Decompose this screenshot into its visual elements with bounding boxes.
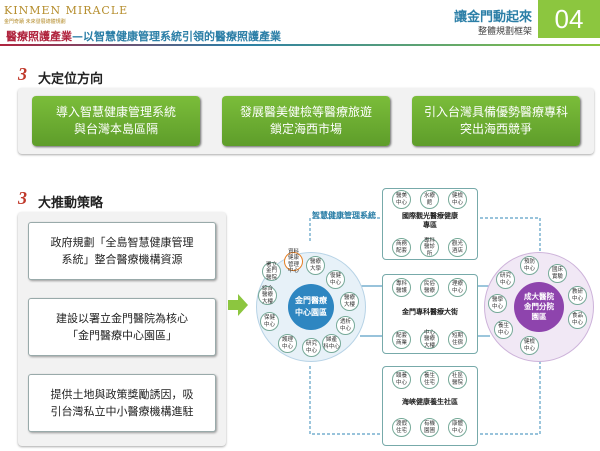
left-node-11: 署立 金門 醫院 [262, 262, 281, 281]
right-node-1: 預防 中心 [520, 256, 539, 275]
strategy-card-1: 政府規劃「全島智慧健康管理 系統」整合醫療機構資源 [28, 222, 216, 280]
bottom-node-5: 有機 園圃 [420, 418, 439, 437]
positioning-card-3: 引入台灣具備優勢醫療專科 突出海西競爭 [412, 96, 580, 146]
subtitle-lead: 醫療照護產業 [6, 30, 72, 43]
header-divider [0, 44, 600, 46]
middle-box-title: 金門專科醫療大街 [402, 308, 458, 316]
middle-node-1: 專科 醫護 [392, 278, 411, 297]
subtitle-rest: —以智慧健康管理系統引領的醫療照護產業 [72, 30, 281, 43]
logo-subtext: 金門奇蹟 未來發展總體規劃 [4, 19, 66, 25]
strategy-card-2: 建設以署立金門醫院為核心 「金門醫療中心園區」 [28, 298, 216, 356]
right-node-7: 養生 中心 [494, 320, 513, 339]
left-node-4: 綜合 醫療 大樓 [258, 286, 277, 305]
section1-title: 大定位方向 [38, 72, 104, 87]
page-number-badge: 04 [538, 0, 600, 38]
header-title: 讓金門動起來 [453, 10, 532, 25]
bottom-node-2: 養生 住宅 [420, 370, 439, 389]
section1-number: 3 [18, 64, 27, 84]
bottom-node-1: 頤養 中心 [392, 370, 411, 389]
section2-number: 3 [18, 188, 27, 208]
right-center-circle: 成大醫院 金門分院 園區 [514, 282, 564, 332]
header-subtitle: 整體規劃框架 [477, 27, 532, 37]
right-node-6: 食品 中心 [568, 310, 587, 329]
left-node-3: 復健 中心 [326, 270, 345, 289]
left-center-circle: 金門醫療 中心園區 [288, 284, 334, 330]
right-node-4: 教研 中心 [568, 286, 587, 305]
ecosystem-diagram: 智慧健康管理系統 金門醫療 中心園區 資料 健康 管理 中心 署立 金門 醫院 … [250, 186, 600, 451]
bottom-node-4: 渡假 住宅 [392, 418, 411, 437]
positioning-card-1: 導入智慧健康管理系統 與台灣本島區隔 [32, 96, 200, 146]
strategy-panel: 政府規劃「全島智慧健康管理 系統」整合醫療機構資源 建設以署立金門醫院為核心 「… [18, 212, 226, 446]
left-node-9: 透析 中心 [336, 316, 355, 335]
brand-logo: KINMEN MIRACLE 金門奇蹟 未來發展總體規劃 [4, 4, 132, 25]
top-node-6: 觀光 酒店 [448, 238, 467, 257]
top-node-4: 商務 配套 [392, 238, 411, 257]
right-node-2: 國床 實驗 [548, 264, 567, 283]
middle-node-4: 配套 商業 [392, 330, 411, 349]
top-box-title: 國際觀光醫療健康 專區 [402, 212, 458, 229]
section2-title: 大推動策略 [38, 196, 104, 211]
right-node-3: 研究 中心 [496, 270, 515, 289]
middle-node-3: 理療 中心 [448, 278, 467, 297]
middle-node-5: 中心 醫療 大樓 [420, 330, 439, 349]
left-node-1: 資料 健康 管理 中心 [284, 249, 303, 274]
system-label: 智慧健康管理系統 [312, 211, 376, 220]
slide-subtitle: 醫療照護產業—以智慧健康管理系統引領的醫療照護產業 [0, 28, 530, 44]
right-node-5: 醫學 中心 [488, 294, 507, 313]
top-node-3: 健檢 中心 [448, 190, 467, 209]
diagram-connectors [309, 217, 541, 435]
right-arrow-icon [228, 294, 248, 316]
left-node-6: 研究 中心 [302, 338, 321, 357]
left-node-2: 醫療 大學 [306, 256, 325, 275]
bottom-node-3: 社區 醫院 [448, 370, 467, 389]
bottom-box-title: 海峽健康養生社區 [402, 398, 458, 406]
top-node-5: 專科 醫診 所 [420, 238, 439, 257]
right-node-8: 健檢 中心 [520, 336, 539, 355]
logo-text: KINMEN MIRACLE [4, 4, 129, 17]
left-node-8: 保健 中心 [260, 312, 279, 331]
positioning-panel: 導入智慧健康管理系統 與台灣本島區隔 發展醫美健檢等醫療旅遊 鎖定海西市場 引入… [18, 88, 594, 154]
strategy-card-3: 提供土地與政策獎勵誘因，吸 引台灣私立中小醫療機構進駐 [28, 374, 216, 432]
top-node-1: 醫美 中心 [392, 190, 411, 209]
bottom-node-6: 康體 中心 [448, 418, 467, 437]
left-node-5: 醫療 大樓 [340, 292, 359, 311]
positioning-card-2: 發展醫美健檢等醫療旅遊 鎖定海西市場 [222, 96, 390, 146]
left-node-10: 護理 中心 [278, 334, 297, 353]
middle-node-6: 短期 住宿 [448, 330, 467, 349]
left-node-7: 婦產 科中心 [322, 334, 341, 353]
top-node-2: 水療 館 [420, 190, 439, 209]
middle-node-2: 民俗 醫療 [420, 278, 439, 297]
